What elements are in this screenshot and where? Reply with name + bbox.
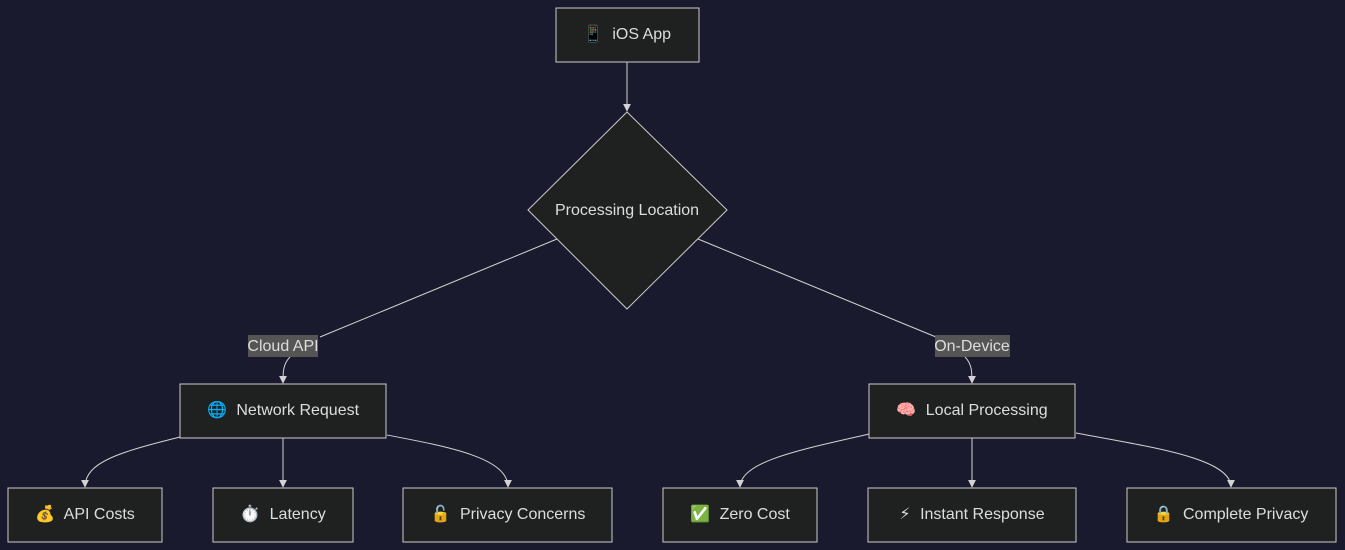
svg-text:🌐 Network Request: 🌐 Network Request xyxy=(207,400,360,419)
svg-text:🔓 Privacy Concerns: 🔓 Privacy Concerns xyxy=(431,504,586,523)
edge-device-label-to-local xyxy=(964,356,976,384)
edges xyxy=(81,62,1235,488)
node-zero-cost: ✅ Zero Cost xyxy=(662,487,818,543)
node-label: Instant Response xyxy=(920,506,1045,523)
brain-icon: 🧠 xyxy=(896,401,916,419)
edge-network-to-privacy-concerns xyxy=(386,434,512,488)
svg-text:✅ Zero Cost: ✅ Zero Cost xyxy=(690,504,790,523)
stopwatch-icon: ⏱️ xyxy=(240,504,260,523)
edge-network-to-api-costs xyxy=(81,436,181,488)
node-latency: ⏱️ Latency xyxy=(212,487,354,543)
node-label: Latency xyxy=(270,506,326,523)
edge-decision-to-device-label xyxy=(697,238,937,338)
locked-icon: 🔒 xyxy=(1154,505,1174,523)
svg-text:🧠 Local Processing: 🧠 Local Processing xyxy=(896,401,1047,419)
node-label: Local Processing xyxy=(926,402,1048,419)
node-api-costs: 💰 API Costs xyxy=(7,487,163,543)
svg-text:🔒 Complete Privacy: 🔒 Complete Privacy xyxy=(1154,505,1309,523)
node-label: iOS App xyxy=(612,26,671,43)
edge-label-text: On-Device xyxy=(934,338,1010,355)
edge-label-text: Cloud API xyxy=(247,338,318,355)
lightning-icon: ⚡ xyxy=(899,506,910,523)
node-label: Network Request xyxy=(236,402,359,419)
globe-icon: 🌐 xyxy=(207,400,227,419)
node-privacy-concerns: 🔓 Privacy Concerns xyxy=(402,487,613,543)
node-local-processing: 🧠 Local Processing xyxy=(868,383,1076,439)
node-label: Complete Privacy xyxy=(1183,506,1308,523)
node-label: API Costs xyxy=(64,506,135,523)
edge-cloud-label-to-network xyxy=(279,356,291,384)
phone-icon: 📱 xyxy=(583,24,603,43)
money-bag-icon: 💰 xyxy=(35,504,55,523)
check-mark-icon: ✅ xyxy=(690,504,710,523)
unlocked-icon: 🔓 xyxy=(431,504,451,523)
node-network-request: 🌐 Network Request xyxy=(179,383,387,439)
decision-processing-location: Processing Location xyxy=(527,111,728,310)
node-complete-privacy: 🔒 Complete Privacy xyxy=(1126,487,1337,543)
edge-label-cloud-api: Cloud API xyxy=(247,335,319,357)
svg-text:💰 API Costs: 💰 API Costs xyxy=(35,504,135,523)
svg-text:⏱️ Latency: ⏱️ Latency xyxy=(240,504,325,523)
node-label: Privacy Concerns xyxy=(460,506,585,523)
edge-local-to-zero-cost xyxy=(736,433,870,488)
node-instant-response: ⚡ Instant Response xyxy=(867,487,1077,543)
svg-text:⚡ Instant Response: ⚡ Instant Response xyxy=(899,506,1044,523)
edge-label-on-device: On-Device xyxy=(934,335,1010,357)
decision-label: Processing Location xyxy=(555,202,699,219)
node-label: Zero Cost xyxy=(720,506,791,523)
edge-local-to-complete-privacy xyxy=(1075,432,1235,488)
svg-text:📱 iOS App: 📱 iOS App xyxy=(583,24,671,43)
edge-decision-to-cloud-label xyxy=(319,238,558,338)
node-ios-app: 📱 iOS App xyxy=(555,7,700,63)
